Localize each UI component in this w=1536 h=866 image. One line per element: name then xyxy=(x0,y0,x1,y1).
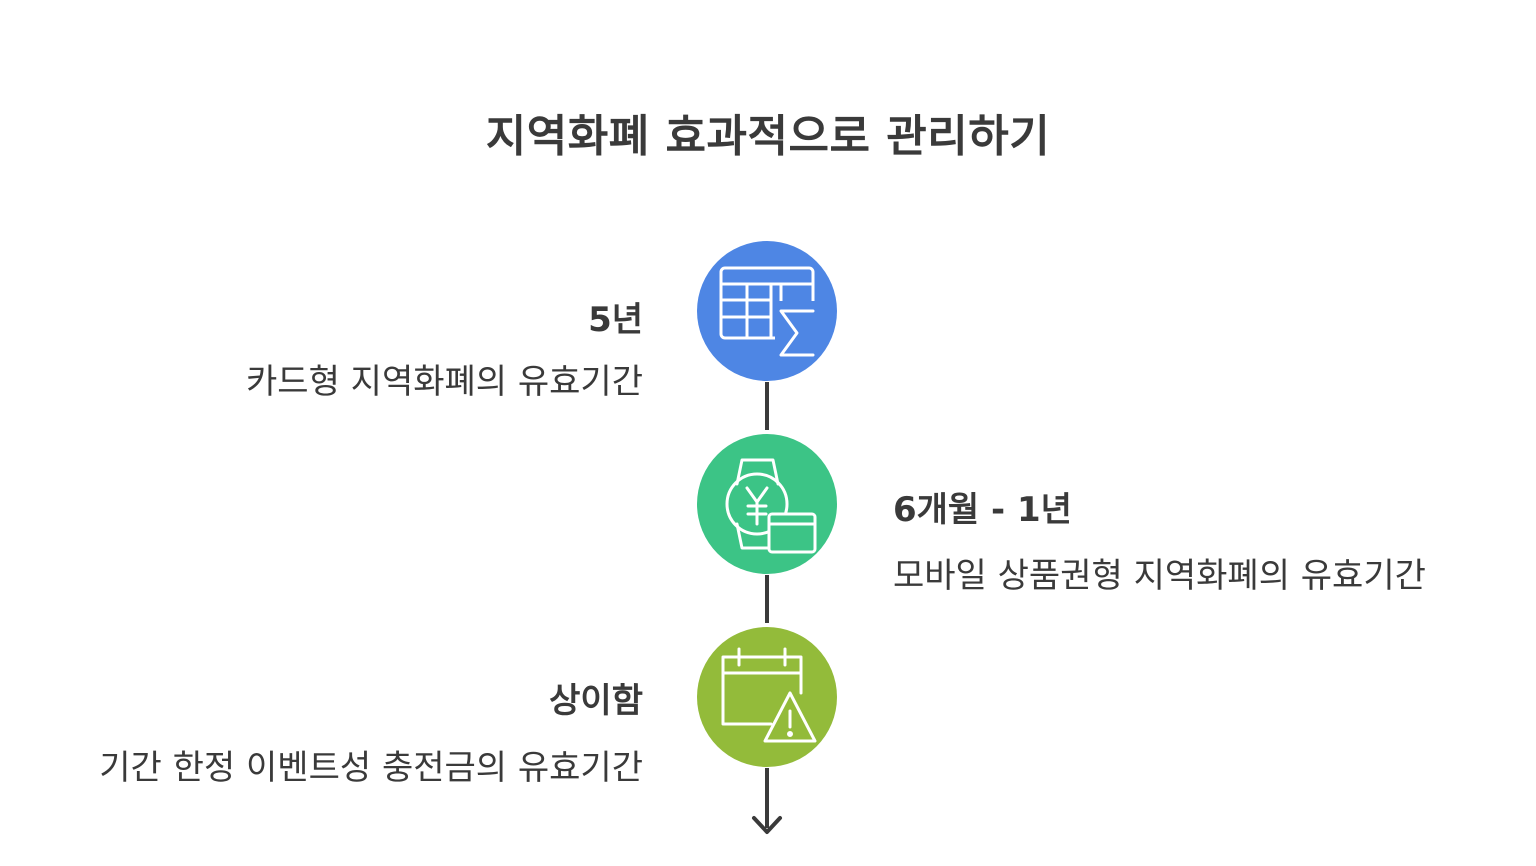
connector-line-3 xyxy=(765,768,769,828)
step-node-2 xyxy=(697,434,837,574)
step-node-1 xyxy=(697,241,837,381)
step-3-label: 상이함 xyxy=(549,681,643,721)
spreadsheet-sum-icon xyxy=(719,266,815,359)
step-2-description: 모바일 상품권형 지역화폐의 유효기간 xyxy=(893,556,1426,596)
connector-line-2 xyxy=(765,575,769,623)
step-node-3 xyxy=(697,627,837,767)
step-1-label: 5년 xyxy=(588,300,643,340)
page-title: 지역화폐 효과적으로 관리하기 xyxy=(485,111,1051,162)
connector-line-1 xyxy=(765,382,769,430)
calendar-warning-icon xyxy=(721,647,817,743)
arrow-down-icon xyxy=(752,816,782,834)
step-2-label: 6개월 - 1년 xyxy=(893,490,1072,530)
step-1-description: 카드형 지역화폐의 유효기간 xyxy=(246,362,643,402)
step-3-description: 기간 한정 이벤트성 충전금의 유효기간 xyxy=(99,748,643,788)
watch-yen-card-icon xyxy=(725,458,817,554)
